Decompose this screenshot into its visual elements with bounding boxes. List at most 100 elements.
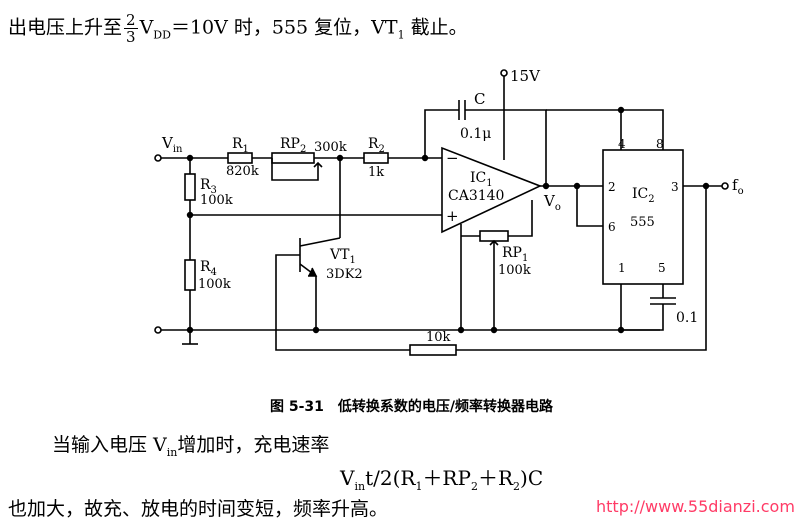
- r4-label: R: [200, 259, 211, 275]
- vin-subscript: in: [173, 144, 183, 155]
- vt1-label: VT: [329, 247, 350, 263]
- svg-text:fo: fo: [732, 176, 744, 197]
- transistor-vt1: VT1 3DK2: [275, 237, 410, 351]
- ground-rail: [154, 326, 660, 334]
- circuit-diagram: 15V Vin R1 820k RP2 300k R2 1k C 0.1μ: [154, 67, 744, 356]
- r1-label: R: [232, 136, 243, 152]
- r-feedback-value: 10k: [426, 330, 451, 345]
- body-line-2: 当输入电压 Vin增加时，充电速率: [52, 430, 329, 459]
- fo-terminal: fo: [683, 176, 744, 197]
- formula-r2-sub: 2: [513, 480, 521, 493]
- ic1-subscript: 1: [486, 178, 492, 189]
- figure-caption: 图 5-31 低转换系数的电压/频率转换器电路: [270, 396, 553, 416]
- svg-text:R2: R2: [368, 136, 385, 155]
- supply-label: 15V: [510, 67, 541, 85]
- opamp-plus: +: [446, 207, 459, 225]
- vdd-subscript: DD: [153, 28, 171, 42]
- pin-3: 3: [671, 180, 679, 194]
- r2-label: R: [368, 136, 379, 152]
- svg-text:R3: R3: [200, 177, 217, 196]
- formula-r1-sub: 1: [415, 480, 423, 493]
- svg-text:Vin: Vin: [161, 134, 183, 155]
- pin-2: 2: [608, 180, 616, 194]
- formula-d: ＋R: [477, 466, 514, 490]
- fraction-denominator: 3: [126, 28, 136, 46]
- ic2-subscript: 2: [648, 194, 654, 205]
- resistor-r4: R4 100k: [182, 259, 231, 345]
- watermark-url: http://www.55dianzi.com: [596, 497, 795, 516]
- vo-subscript: o: [555, 202, 561, 213]
- vin-terminal: Vin: [154, 134, 228, 162]
- formula-b: t/2(R: [365, 466, 416, 490]
- vin-label: V: [161, 134, 174, 152]
- ic1-part: CA3140: [448, 188, 504, 204]
- fraction-numerator: 2: [124, 11, 138, 29]
- r4-value: 100k: [198, 277, 231, 292]
- rp1-subscript: 1: [522, 253, 528, 264]
- r3-subscript: 3: [211, 185, 217, 196]
- svg-text:VT1: VT1: [329, 247, 356, 266]
- line2-sub: in: [166, 445, 178, 459]
- fo-label: f: [732, 176, 739, 194]
- pin-6: 6: [608, 220, 616, 234]
- rp1-value: 100k: [498, 263, 531, 278]
- rp2-label: RP: [280, 136, 300, 152]
- line2-b: 增加时，充电速率: [177, 434, 330, 456]
- svg-text:RP1: RP1: [502, 245, 528, 264]
- svg-text:Vo: Vo: [543, 192, 561, 213]
- r3-label: R: [200, 177, 211, 193]
- opamp-minus: −: [446, 149, 459, 167]
- r1-subscript: 1: [243, 144, 249, 155]
- r4-subscript: 4: [211, 267, 217, 278]
- ic1-label: IC: [470, 170, 486, 186]
- intro-prefix: 出电压上升至: [8, 16, 123, 39]
- ic2-label: IC: [632, 186, 648, 202]
- capacitor-pin5: 0.1: [621, 297, 698, 331]
- timer-ic2: IC2 555 2 6 3 4 8 1 5: [546, 106, 684, 330]
- svg-text:IC2: IC2: [632, 186, 655, 205]
- svg-text:IC1: IC1: [470, 170, 493, 189]
- vo-label: V: [543, 192, 556, 210]
- line2-a: 当输入电压 V: [52, 434, 167, 456]
- svg-text:RP2: RP2: [280, 136, 306, 155]
- intro-suffix-a: ＝10V 时，555 复位，VT: [170, 16, 398, 39]
- vt-subscript: 1: [397, 28, 405, 42]
- resistor-r3: R3 100k: [184, 154, 233, 260]
- opamp-ic1: − + IC1 CA3140: [441, 146, 543, 330]
- svg-text:R1: R1: [232, 136, 249, 155]
- potentiometer-rp2: RP2 300k: [271, 136, 364, 181]
- r1-value: 820k: [226, 164, 259, 179]
- intro-suffix-b: 截止。: [404, 16, 468, 39]
- vt1-part: 3DK2: [326, 267, 363, 282]
- vo-node: Vo: [540, 182, 603, 227]
- supply-terminal: 15V: [500, 67, 541, 160]
- figure-number: 图 5-31: [270, 399, 324, 415]
- vt1-subscript: 1: [349, 255, 355, 266]
- ic2-part: 555: [630, 215, 655, 230]
- figure-title: 低转换系数的电压/频率转换器电路: [337, 399, 554, 415]
- pin-5: 5: [658, 261, 666, 275]
- pin-8: 8: [656, 137, 664, 151]
- r3-value: 100k: [200, 193, 233, 208]
- fo-subscript: o: [738, 186, 744, 197]
- resistor-r1: R1 820k: [226, 136, 272, 179]
- pin-4: 4: [618, 137, 626, 151]
- resistor-r2: R2 1k: [363, 136, 442, 180]
- formula-v: V: [340, 466, 355, 490]
- r2-subscript: 2: [379, 144, 385, 155]
- resistor-10k: 10k: [409, 186, 707, 356]
- formula-in-sub: in: [354, 480, 366, 493]
- body-line-3: 也加大，故充、放电的时间变短，频率升高。: [8, 498, 389, 520]
- potentiometer-rp1: RP1 100k: [461, 200, 533, 334]
- capacitor-c-label: C: [474, 90, 485, 108]
- formula-c: ＋RP: [422, 466, 471, 490]
- r2-value: 1k: [368, 165, 384, 180]
- svg-text:R4: R4: [200, 259, 217, 278]
- formula-e: )C: [520, 466, 544, 490]
- capacitor-c-value: 0.1μ: [460, 126, 491, 142]
- vdd-symbol: V: [139, 16, 154, 39]
- capacitor-pin5-value: 0.1: [676, 310, 698, 326]
- rp2-subscript: 2: [300, 144, 306, 155]
